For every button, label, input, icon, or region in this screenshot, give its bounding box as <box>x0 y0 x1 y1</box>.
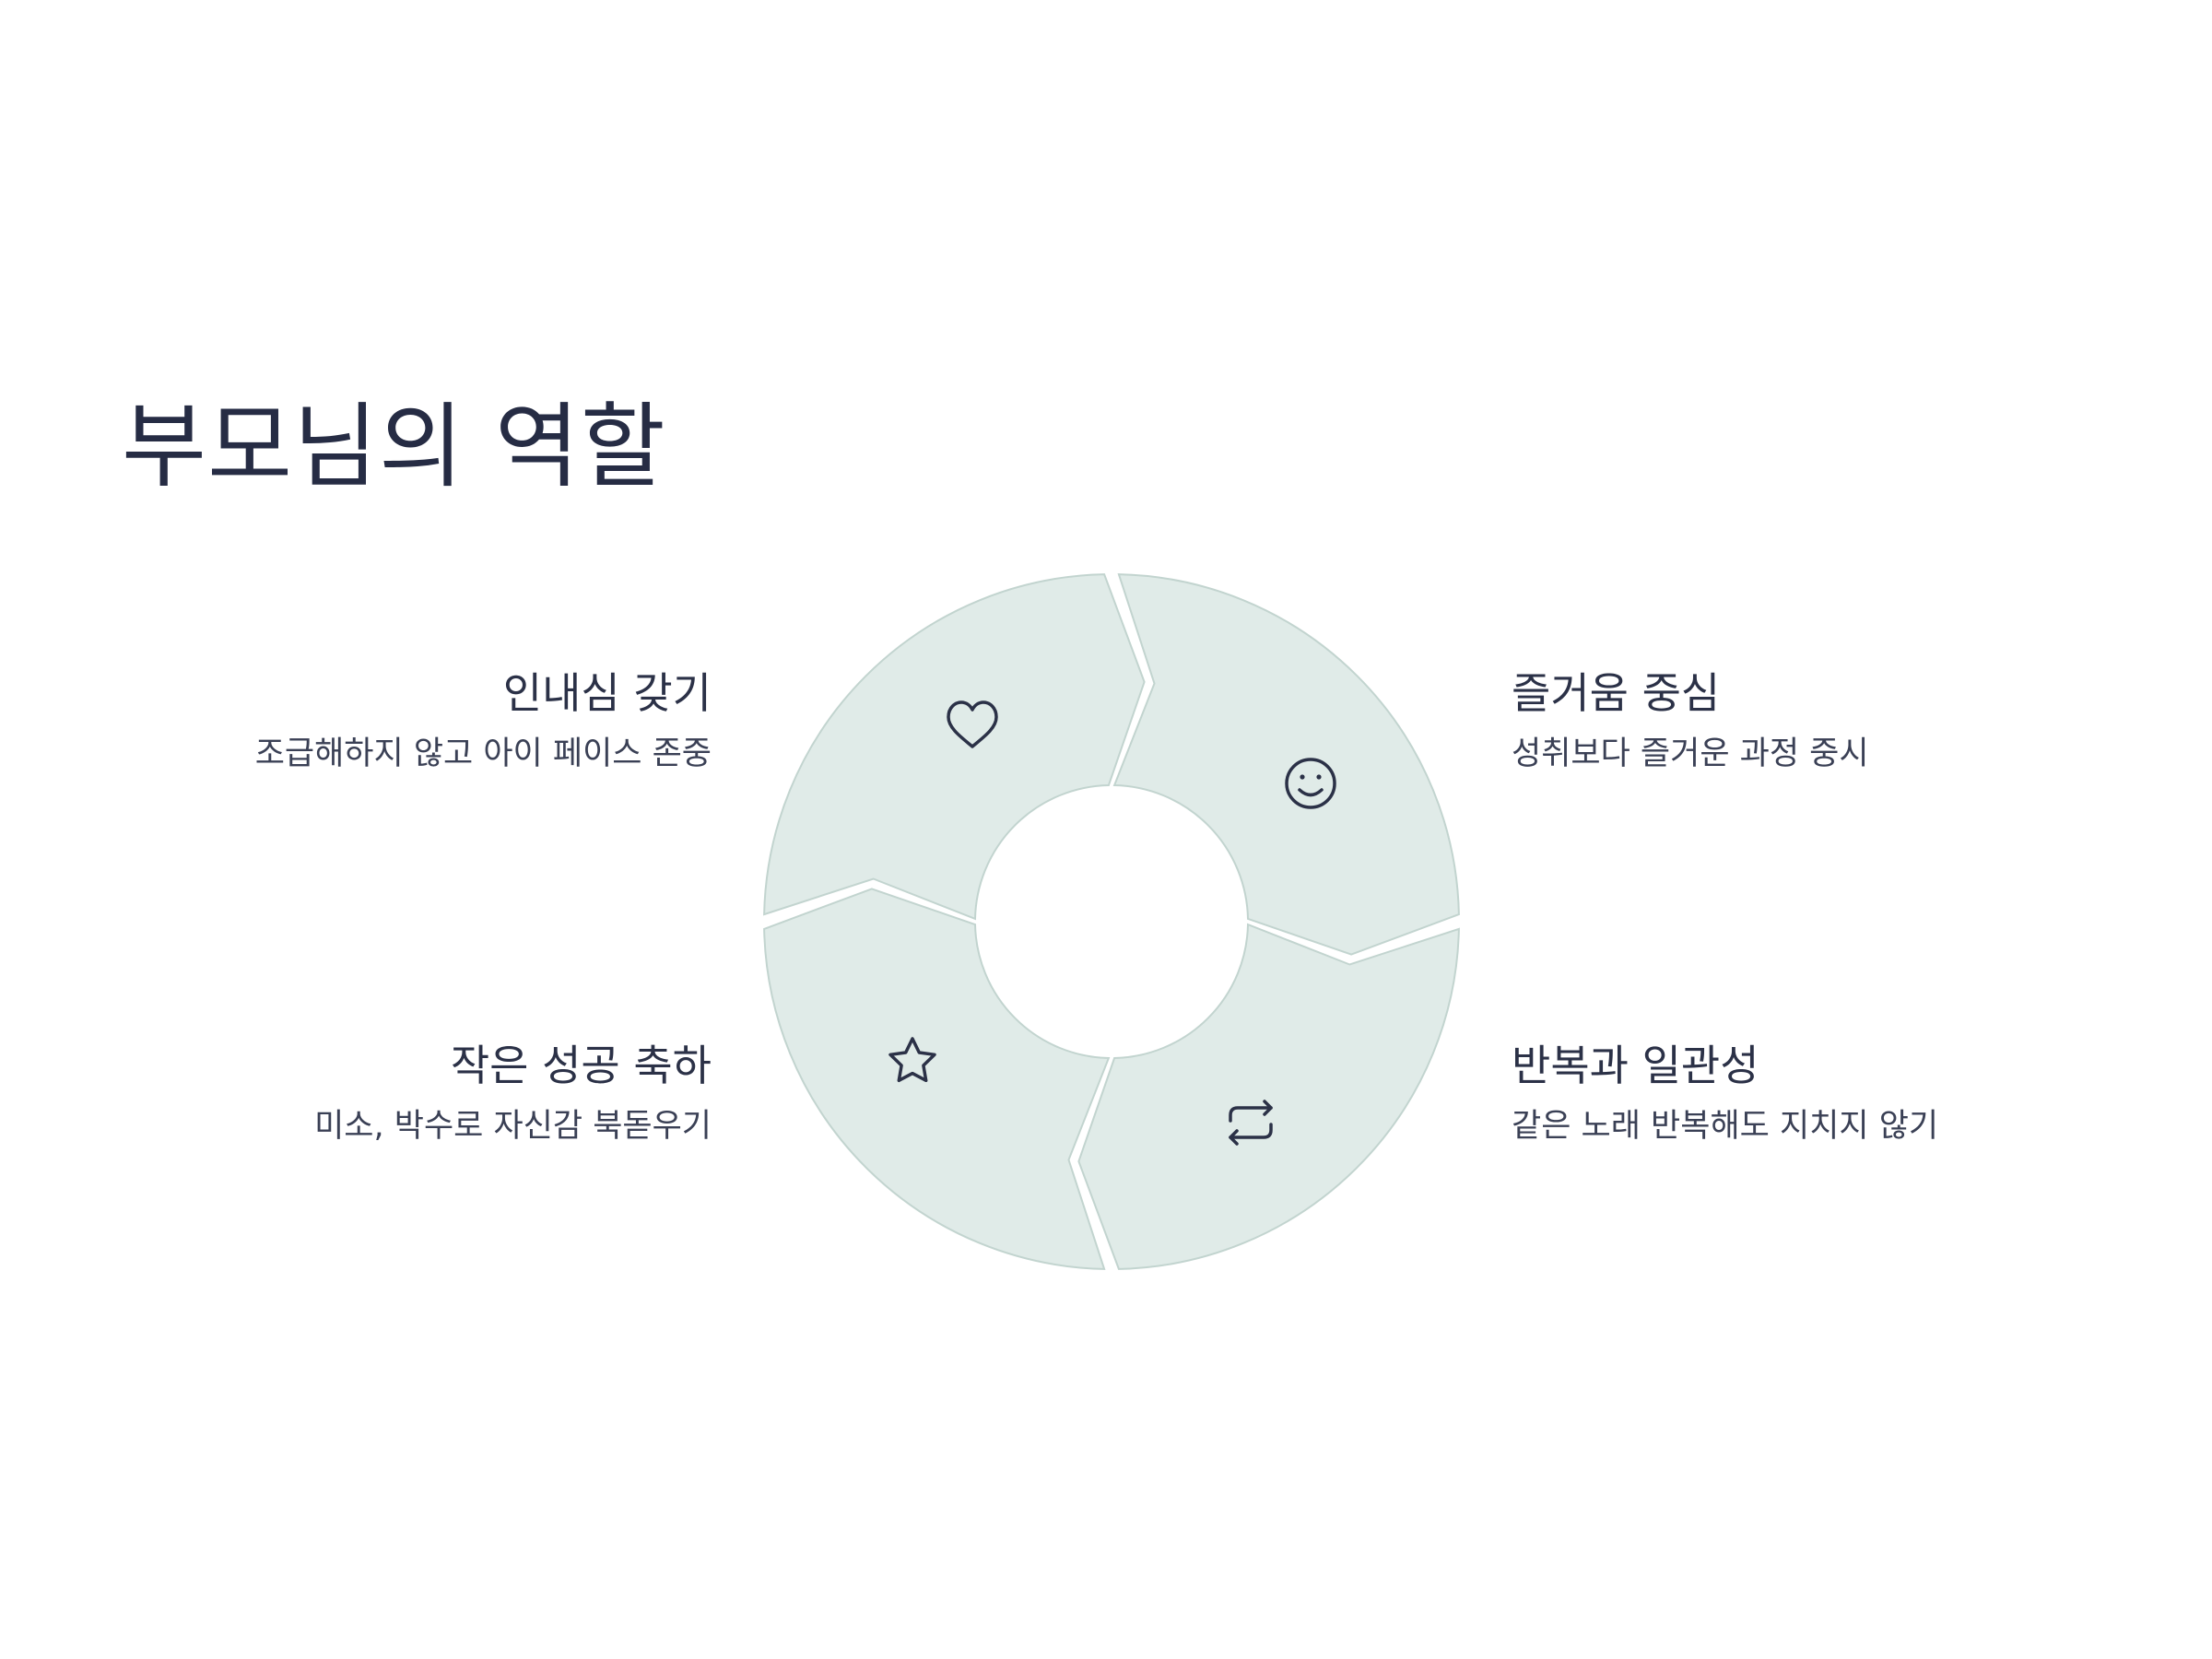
segment-fun <box>1112 573 1460 956</box>
item-patience: 인내심 갖기 조급해하지 않고 아이 페이스 존중 <box>66 665 712 776</box>
item-fun: 즐거움 중심 성취보다 즐거운 과정 중시 <box>1512 665 2157 776</box>
item-desc: 미소, 박수로 자신감 북돋우기 <box>314 1108 712 1145</box>
item-desc: 성취보다 즐거운 과정 중시 <box>1512 735 1869 772</box>
item-title: 작은 성공 축하 <box>450 1041 712 1090</box>
item-desc: 같은 노래 반복해도 지치지 않기 <box>1512 1108 1939 1145</box>
item-desc: 조급해하지 않고 아이 페이스 존중 <box>254 735 712 772</box>
segment-patience <box>763 573 1146 921</box>
star-icon <box>888 1037 936 1083</box>
segment-celebrate <box>763 888 1111 1270</box>
item-title: 즐거움 중심 <box>1512 668 1721 718</box>
item-title: 인내심 갖기 <box>502 668 712 718</box>
segment-consistency <box>1077 923 1460 1270</box>
smile-icon <box>1285 758 1336 809</box>
item-celebrate: 작은 성공 축하 미소, 박수로 자신감 북돋우기 <box>66 1038 712 1148</box>
repeat-icon <box>1229 1100 1273 1146</box>
item-title: 반복과 일관성 <box>1512 1041 1759 1090</box>
item-consistency: 반복과 일관성 같은 노래 반복해도 지치지 않기 <box>1512 1038 2157 1148</box>
page-title: 부모님의 역할 <box>122 393 666 500</box>
heart-icon <box>947 700 998 748</box>
